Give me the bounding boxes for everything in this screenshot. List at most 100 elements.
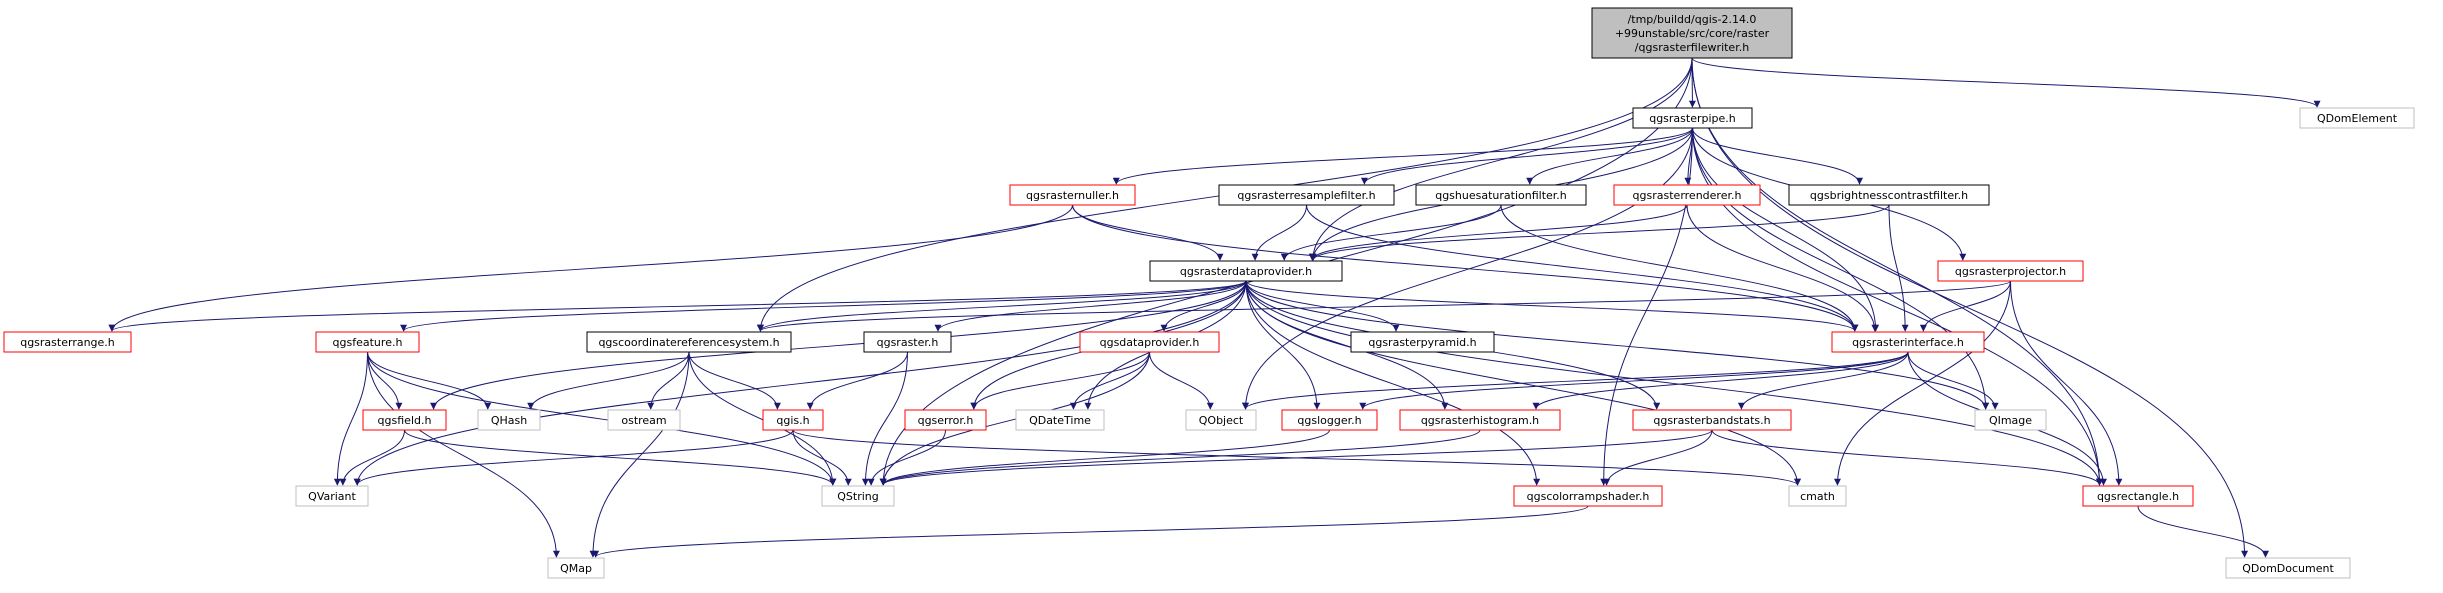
edge-dataprovider-to-interface: [1246, 281, 1855, 331]
edge-interface-to-qimage: [1908, 352, 1995, 409]
node-renderer-label: qgsrasterrenderer.h: [1633, 189, 1742, 202]
edges-layer: [112, 58, 2317, 557]
node-resample[interactable]: qgsrasterresamplefilter.h: [1219, 185, 1394, 205]
node-renderer[interactable]: qgsrasterrenderer.h: [1614, 185, 1760, 205]
node-root[interactable]: /tmp/buildd/qgis-2.14.0+99unstable/src/c…: [1592, 8, 1792, 58]
node-ostream-label: ostream: [621, 414, 666, 427]
edge-root-to-qdomelement: [1692, 58, 2317, 107]
node-qimage: QImage: [1975, 410, 2046, 430]
node-rampshader[interactable]: qgscolorrampshader.h: [1514, 486, 1662, 506]
node-projector-label: qgsrasterprojector.h: [1955, 265, 2066, 278]
node-resample-label: qgsrasterresamplefilter.h: [1237, 189, 1375, 202]
node-qobject-label: QObject: [1199, 414, 1244, 427]
node-pipe-label: qgsrasterpipe.h: [1649, 112, 1736, 125]
node-crs[interactable]: qgscoordinatereferencesystem.h: [587, 332, 791, 352]
node-qgserror-label: qgserror.h: [918, 414, 974, 427]
edge-qgserror-to-qstring: [871, 430, 945, 485]
edge-pipe-to-brightness: [1693, 128, 1860, 184]
edge-pipe-to-rectangle: [1693, 128, 2100, 485]
edge-bandstats-to-qstring: [883, 430, 1712, 485]
edge-crs-to-qhash: [531, 352, 689, 409]
node-nuller[interactable]: qgsrasternuller.h: [1010, 185, 1135, 205]
node-raster[interactable]: qgsraster.h: [864, 332, 951, 352]
node-range[interactable]: qgsrasterrange.h: [4, 332, 131, 352]
node-bandstats-label: qgsrasterbandstats.h: [1653, 414, 1770, 427]
edge-qgsdataprovider-to-qgserror: [974, 352, 1150, 409]
edge-interface-to-bandstats: [1741, 352, 1908, 409]
node-rampshader-label: qgscolorrampshader.h: [1527, 490, 1650, 503]
node-root-label: /tmp/buildd/qgis-2.14.0: [1628, 13, 1757, 26]
node-huesat[interactable]: qgshuesaturationfilter.h: [1416, 185, 1586, 205]
node-feature-label: qgsfeature.h: [333, 336, 403, 349]
edge-qgis-to-qstring: [793, 430, 848, 485]
node-brightness-label: qgsbrightnesscontrastfilter.h: [1810, 189, 1968, 202]
node-pyramid-label: qgsrasterpyramid.h: [1368, 336, 1476, 349]
node-interface[interactable]: qgsrasterinterface.h: [1832, 332, 1984, 352]
edge-dataprovider-to-feature: [404, 281, 1246, 331]
node-pyramid[interactable]: qgsrasterpyramid.h: [1351, 332, 1494, 352]
node-qdomdocument: QDomDocument: [2226, 558, 2350, 578]
node-qstring-label: QString: [837, 490, 879, 503]
node-interface-label: qgsrasterinterface.h: [1852, 336, 1964, 349]
edge-nuller-to-dataprovider: [1073, 205, 1220, 260]
node-bandstats[interactable]: qgsrasterbandstats.h: [1633, 410, 1791, 430]
node-qgserror[interactable]: qgserror.h: [905, 410, 986, 430]
edge-brightness-to-interface: [1889, 205, 1905, 331]
node-qdomelement-label: QDomElement: [2317, 112, 2398, 125]
edge-qgis-to-qvariant: [357, 430, 793, 485]
node-root-label: /qgsrasterfilewriter.h: [1635, 41, 1749, 54]
node-qobject: QObject: [1186, 410, 1256, 430]
node-pipe[interactable]: qgsrasterpipe.h: [1633, 108, 1752, 128]
node-histogram-label: qgsrasterhistogram.h: [1421, 414, 1539, 427]
node-field-label: qgsfield.h: [378, 414, 432, 427]
node-logger[interactable]: qgslogger.h: [1282, 410, 1377, 430]
node-brightness[interactable]: qgsbrightnesscontrastfilter.h: [1789, 185, 1989, 205]
edge-renderer-to-dataprovider: [1312, 205, 1687, 260]
node-qstring: QString: [822, 486, 894, 506]
node-feature[interactable]: qgsfeature.h: [316, 332, 419, 352]
node-rectangle[interactable]: qgsrectangle.h: [2083, 486, 2193, 506]
edge-root-to-qdomdocument: [1692, 58, 2245, 557]
edge-renderer-to-interface: [1687, 205, 1875, 331]
node-projector[interactable]: qgsrasterprojector.h: [1938, 261, 2083, 281]
edge-pipe-to-huesat: [1530, 128, 1693, 184]
node-qmap: QMap: [548, 558, 604, 578]
node-qmap-label: QMap: [560, 562, 592, 575]
node-qgis[interactable]: qgis.h: [763, 410, 823, 430]
edge-resample-to-dataprovider: [1255, 205, 1306, 260]
edge-pipe-to-interface: [1693, 128, 1876, 331]
edge-field-to-qstring: [405, 430, 833, 485]
node-qdomdocument-label: QDomDocument: [2242, 562, 2334, 575]
edge-dataprovider-to-range: [112, 281, 1246, 331]
node-qimage-label: QImage: [1989, 414, 2032, 427]
node-dataprovider-label: qgsrasterdataprovider.h: [1180, 265, 1312, 278]
node-dataprovider[interactable]: qgsrasterdataprovider.h: [1150, 261, 1342, 281]
node-crs-label: qgscoordinatereferencesystem.h: [598, 336, 779, 349]
node-huesat-label: qgshuesaturationfilter.h: [1435, 189, 1567, 202]
node-qdomelement: QDomElement: [2300, 108, 2414, 128]
edge-brightness-to-dataprovider: [1313, 205, 1889, 260]
node-qgsdataprovider[interactable]: qgsdataprovider.h: [1080, 332, 1219, 352]
node-range-label: qgsrasterrange.h: [20, 336, 115, 349]
node-cmath: cmath: [1789, 486, 1846, 506]
node-nuller-label: qgsrasternuller.h: [1026, 189, 1119, 202]
node-qhash: QHash: [478, 410, 540, 430]
node-root-label: +99unstable/src/core/raster: [1615, 27, 1770, 40]
node-qdatetime: QDateTime: [1016, 410, 1104, 430]
edge-nuller-to-range: [112, 205, 1073, 331]
node-qvariant: QVariant: [296, 486, 368, 506]
edge-dataprovider-to-raster: [938, 281, 1246, 331]
edge-bandstats-to-rampshader: [1607, 430, 1712, 485]
node-qvariant-label: QVariant: [308, 490, 356, 503]
node-histogram[interactable]: qgsrasterhistogram.h: [1400, 410, 1560, 430]
edge-bandstats-to-rectangle: [1712, 430, 2100, 485]
edge-histogram-to-qstring: [883, 430, 1480, 485]
node-qgis-label: qgis.h: [776, 414, 809, 427]
node-field[interactable]: qgsfield.h: [363, 410, 446, 430]
node-qgsdataprovider-label: qgsdataprovider.h: [1100, 336, 1200, 349]
edge-rampshader-to-qmap: [596, 506, 1588, 557]
edge-qgsdataprovider-to-qobject: [1150, 352, 1211, 409]
node-qhash-label: QHash: [491, 414, 527, 427]
